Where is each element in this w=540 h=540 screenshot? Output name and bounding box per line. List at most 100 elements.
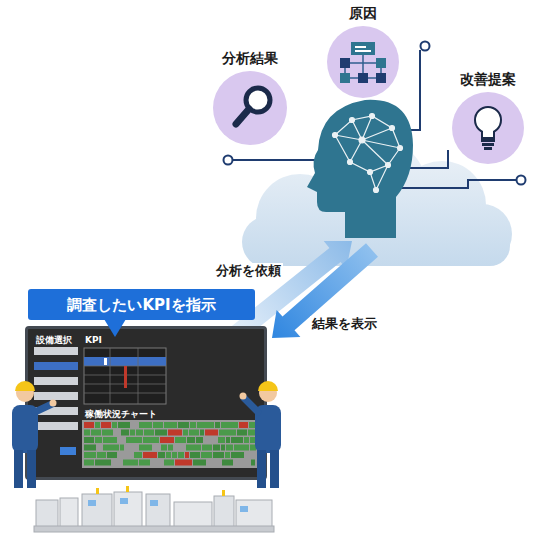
status-block <box>250 445 256 451</box>
status-block <box>234 460 250 466</box>
screen-label: 稼働状況チャート <box>85 409 157 420</box>
monitor-screen: 設備選択KPI稼働状況チャート <box>25 326 267 480</box>
circle-heading: 改善提案 <box>460 71 516 88</box>
status-block <box>158 452 165 458</box>
arrow-label: 結果を表示 <box>310 316 379 332</box>
label-slot: 分析を依頼 <box>214 263 283 279</box>
status-block <box>178 452 184 458</box>
status-block <box>112 460 122 466</box>
status-block <box>248 430 256 436</box>
status-block <box>190 422 196 428</box>
callout-pointer <box>104 319 126 337</box>
status-block <box>221 445 225 451</box>
bulb-icon <box>475 107 501 150</box>
status-block <box>251 460 255 466</box>
status-block <box>250 437 256 443</box>
text-slot: 改善提案 <box>460 71 516 88</box>
status-block <box>187 437 195 443</box>
status-block <box>123 452 133 458</box>
status-block <box>193 460 206 466</box>
status-block <box>125 445 138 451</box>
status-block <box>102 430 113 436</box>
status-block <box>204 437 217 443</box>
status-block <box>91 430 101 436</box>
status-block <box>84 430 90 436</box>
status-block <box>121 430 129 436</box>
status-block <box>97 445 102 451</box>
status-block <box>231 452 244 458</box>
status-block <box>101 422 111 428</box>
status-block <box>155 430 167 436</box>
status-block <box>134 452 142 458</box>
text-slot: KPI <box>85 335 102 346</box>
screen-label: KPI <box>85 335 102 346</box>
status-block <box>97 452 106 458</box>
status-block <box>234 445 249 451</box>
status-block <box>139 460 150 466</box>
status-block <box>143 437 159 443</box>
callout-text: 調査したいKPIを指示 <box>67 296 215 314</box>
status-block <box>168 445 173 451</box>
status-block <box>123 460 138 466</box>
status-block <box>207 460 221 466</box>
status-block <box>103 437 117 443</box>
magnifier-icon <box>236 88 270 124</box>
status-block <box>201 452 212 458</box>
production-line <box>34 486 274 532</box>
status-block <box>249 422 256 428</box>
result-circle: 分析結果 <box>213 71 287 145</box>
status-block <box>84 460 94 466</box>
status-block <box>160 437 174 443</box>
status-block <box>226 437 230 443</box>
status-block <box>151 460 163 466</box>
circle-heading: 原因 <box>349 5 377 22</box>
status-block <box>200 430 204 436</box>
status-block <box>244 437 249 443</box>
status-block <box>95 437 102 443</box>
status-block <box>153 445 160 451</box>
cause-circle: 原因 <box>327 26 399 98</box>
text-slot: 原因 <box>349 5 377 22</box>
status-block <box>189 430 199 436</box>
status-block <box>164 422 177 428</box>
screen-ui <box>34 347 258 468</box>
result-arrow <box>272 243 378 338</box>
status-block <box>215 422 220 428</box>
status-block <box>144 430 154 436</box>
status-block <box>185 452 189 458</box>
status-block <box>222 460 233 466</box>
flowchart-icon <box>340 42 386 83</box>
status-block <box>112 422 117 428</box>
status-block <box>178 422 189 428</box>
status-block <box>245 452 256 458</box>
status-block <box>131 422 138 428</box>
instruction-callout: 調査したいKPIを指示 <box>28 289 255 320</box>
text-slot: 分析結果 <box>222 50 278 67</box>
status-block <box>95 422 100 428</box>
status-block <box>172 452 177 458</box>
status-block <box>95 460 111 466</box>
status-block <box>186 445 201 451</box>
status-block <box>126 437 142 443</box>
status-block <box>225 452 230 458</box>
status-block <box>205 430 218 436</box>
status-block <box>114 430 120 436</box>
arrow-label: 分析を依頼 <box>214 263 283 279</box>
status-block <box>84 422 94 428</box>
status-block <box>226 445 233 451</box>
status-block <box>164 460 174 466</box>
status-block <box>84 452 96 458</box>
status-block <box>202 445 212 451</box>
status-block <box>237 430 247 436</box>
status-block <box>103 445 119 451</box>
status-block <box>197 422 214 428</box>
text-slot: 稼働状況チャート <box>85 409 157 420</box>
status-block <box>107 452 117 458</box>
status-block <box>139 422 152 428</box>
status-block <box>84 445 96 451</box>
status-block <box>166 452 171 458</box>
circle-heading: 分析結果 <box>222 50 278 67</box>
status-block <box>161 445 167 451</box>
status-block <box>175 437 186 443</box>
